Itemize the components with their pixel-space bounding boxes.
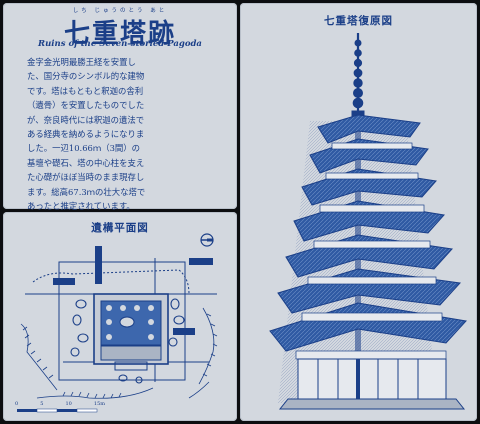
- terrain-hatch: [20, 307, 218, 399]
- site-plan-drawing: [17, 233, 218, 413]
- title-furigana: しち じゅうのとう あと: [72, 8, 168, 14]
- scale-label-0: 0: [15, 401, 19, 407]
- reconstruction-title: 七重塔復原図: [324, 15, 393, 27]
- scale-label-5: 5: [40, 401, 44, 407]
- scale-label-10: 10: [65, 401, 72, 407]
- scale-labels: 0 5 10 15m: [15, 401, 105, 407]
- description-panel: しち じゅうのとう あと 七重塔跡 Ruins of the Seven-sto…: [3, 3, 237, 211]
- bracket-sets: [295, 142, 447, 360]
- scale-bar: [17, 408, 98, 413]
- stones: [70, 298, 185, 384]
- reconstruction-panel: 七重塔復原図: [240, 3, 477, 421]
- scale-label-15: 15m: [93, 401, 105, 407]
- pagoda-drawing: [269, 33, 467, 410]
- wall-bars: [53, 246, 213, 335]
- pagoda-foundation: [93, 293, 169, 371]
- spire: [351, 33, 365, 118]
- description-text: 金字金光明最勝王経を安置し た、国分寺のシンボル的な建物 です。塔はもともと釈迦…: [27, 57, 146, 212]
- north-arrow-icon: [200, 233, 214, 247]
- plan-title: 遺構平面図: [91, 222, 149, 234]
- page-title: 七重塔跡: [63, 19, 176, 49]
- ground-floor: [278, 358, 466, 410]
- plan-panel: 遺構平面図: [3, 212, 237, 421]
- english-subtitle: Ruins of the Seven-storied Pagoda: [38, 39, 202, 49]
